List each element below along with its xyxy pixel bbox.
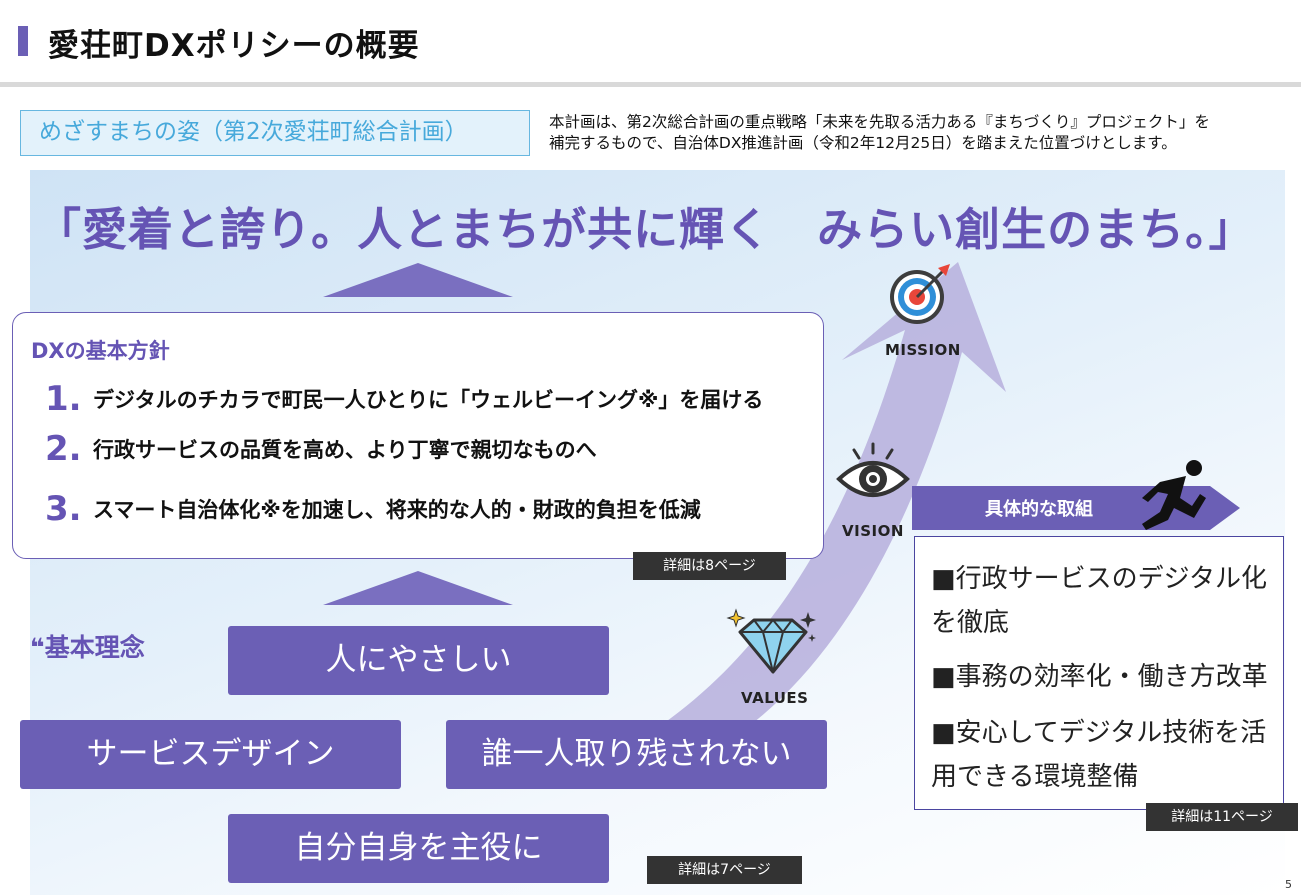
up-triangle-middle	[323, 571, 513, 605]
target-icon	[890, 264, 950, 324]
intro-text: 本計画は、第2次総合計画の重点戦略「未来を先取る活力ある『まちづくり』プロジェク…	[549, 112, 1289, 154]
value-item: 人にやさしい	[228, 626, 609, 695]
policy-heading: DXの基本方針	[31, 339, 170, 363]
values-heading-text: 基本理念	[44, 633, 145, 662]
policy-text: スマート自治体化※を加速し、将来的な人的・財政的負担を低減	[93, 498, 701, 522]
eye-icon	[836, 442, 910, 497]
policy-detail-link[interactable]: 詳細は8ページ	[633, 552, 786, 580]
intro-line-2: 補完するもので、自治体DX推進計画（令和2年12月25日）を踏まえた位置づけとし…	[549, 134, 1177, 152]
policy-number: 3.	[45, 489, 82, 529]
page-title: 愛荘町DXポリシーの概要	[48, 28, 420, 64]
actions-detail-link[interactable]: 詳細は11ページ	[1146, 803, 1298, 831]
vision-label: VISION	[842, 522, 904, 540]
values-heading: ❝基本理念	[30, 628, 145, 664]
vision-heading-box: めざすまちの姿（第2次愛荘町総合計画）	[20, 110, 530, 156]
runner-icon	[1142, 460, 1206, 530]
action-item: ■事務の効率化・働き方改革	[931, 662, 1268, 692]
policy-number: 2.	[45, 429, 82, 469]
mission-label: MISSION	[885, 341, 961, 359]
diamond-icon	[726, 608, 816, 674]
policy-item: 2. 行政サービスの品質を高め、より丁寧で親切なものへ	[45, 429, 597, 469]
quote-icon: ❝	[30, 633, 45, 662]
values-detail-link[interactable]: 詳細は7ページ	[647, 856, 802, 884]
value-item: 誰一人取り残されない	[446, 720, 827, 789]
title-accent-bar	[18, 26, 28, 56]
slogan: 「愛着と誇り。人とまちが共に輝く みらい創生のまち。」	[36, 203, 1255, 256]
title-bar: 愛荘町DXポリシーの概要	[0, 0, 1301, 82]
policy-box: DXの基本方針 1. デジタルのチカラで町民一人ひとりに「ウェルビーイング※」を届…	[12, 312, 824, 559]
action-item: ■安心してデジタル技術を活用できる環境整備	[931, 718, 1267, 792]
value-item: 自分自身を主役に	[228, 814, 609, 883]
up-triangle-top	[323, 263, 513, 297]
policy-item: 1. デジタルのチカラで町民一人ひとりに「ウェルビーイング※」を届ける	[45, 379, 763, 419]
policy-number: 1.	[45, 379, 82, 419]
page-number: 5	[1285, 878, 1292, 891]
action-box: ■行政サービスのデジタル化を徹底 ■事務の効率化・働き方改革 ■安心してデジタル…	[914, 536, 1284, 810]
action-item: ■行政サービスのデジタル化を徹底	[931, 564, 1268, 638]
action-banner-text: 具体的な取組	[985, 499, 1093, 520]
title-divider	[0, 82, 1301, 87]
intro-line-1: 本計画は、第2次総合計画の重点戦略「未来を先取る活力ある『まちづくり』プロジェク…	[549, 113, 1210, 131]
value-item: サービスデザイン	[20, 720, 401, 789]
policy-text: 行政サービスの品質を高め、より丁寧で親切なものへ	[93, 438, 597, 462]
values-label: VALUES	[741, 689, 809, 707]
vision-heading: めざすまちの姿（第2次愛荘町総合計画）	[39, 119, 468, 145]
policy-item: 3. スマート自治体化※を加速し、将来的な人的・財政的負担を低減	[45, 489, 701, 529]
policy-text: デジタルのチカラで町民一人ひとりに「ウェルビーイング※」を届ける	[93, 388, 764, 412]
